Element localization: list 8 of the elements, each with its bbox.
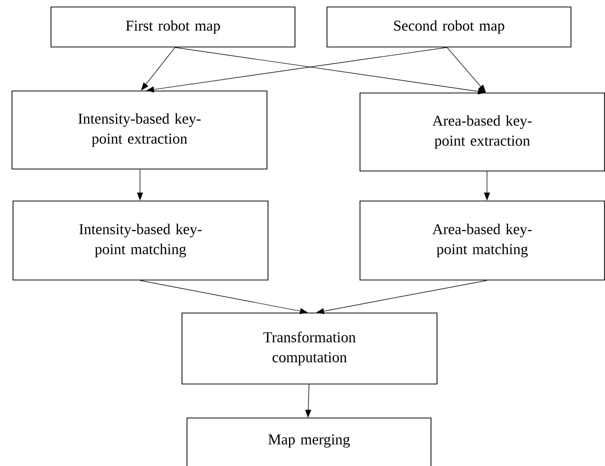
process-box: Intensity-based key-point extraction <box>12 90 268 170</box>
process-box: Area-based key-point extraction <box>360 92 605 172</box>
process-box: Second robot map <box>326 6 572 48</box>
process-box: Map merging <box>186 418 432 466</box>
process-box: First robot map <box>50 6 296 48</box>
process-box: Intensity-based key-point matching <box>12 200 268 280</box>
process-box: Transformation computation <box>182 312 438 384</box>
process-box: Area-based key-point matching <box>360 200 605 280</box>
